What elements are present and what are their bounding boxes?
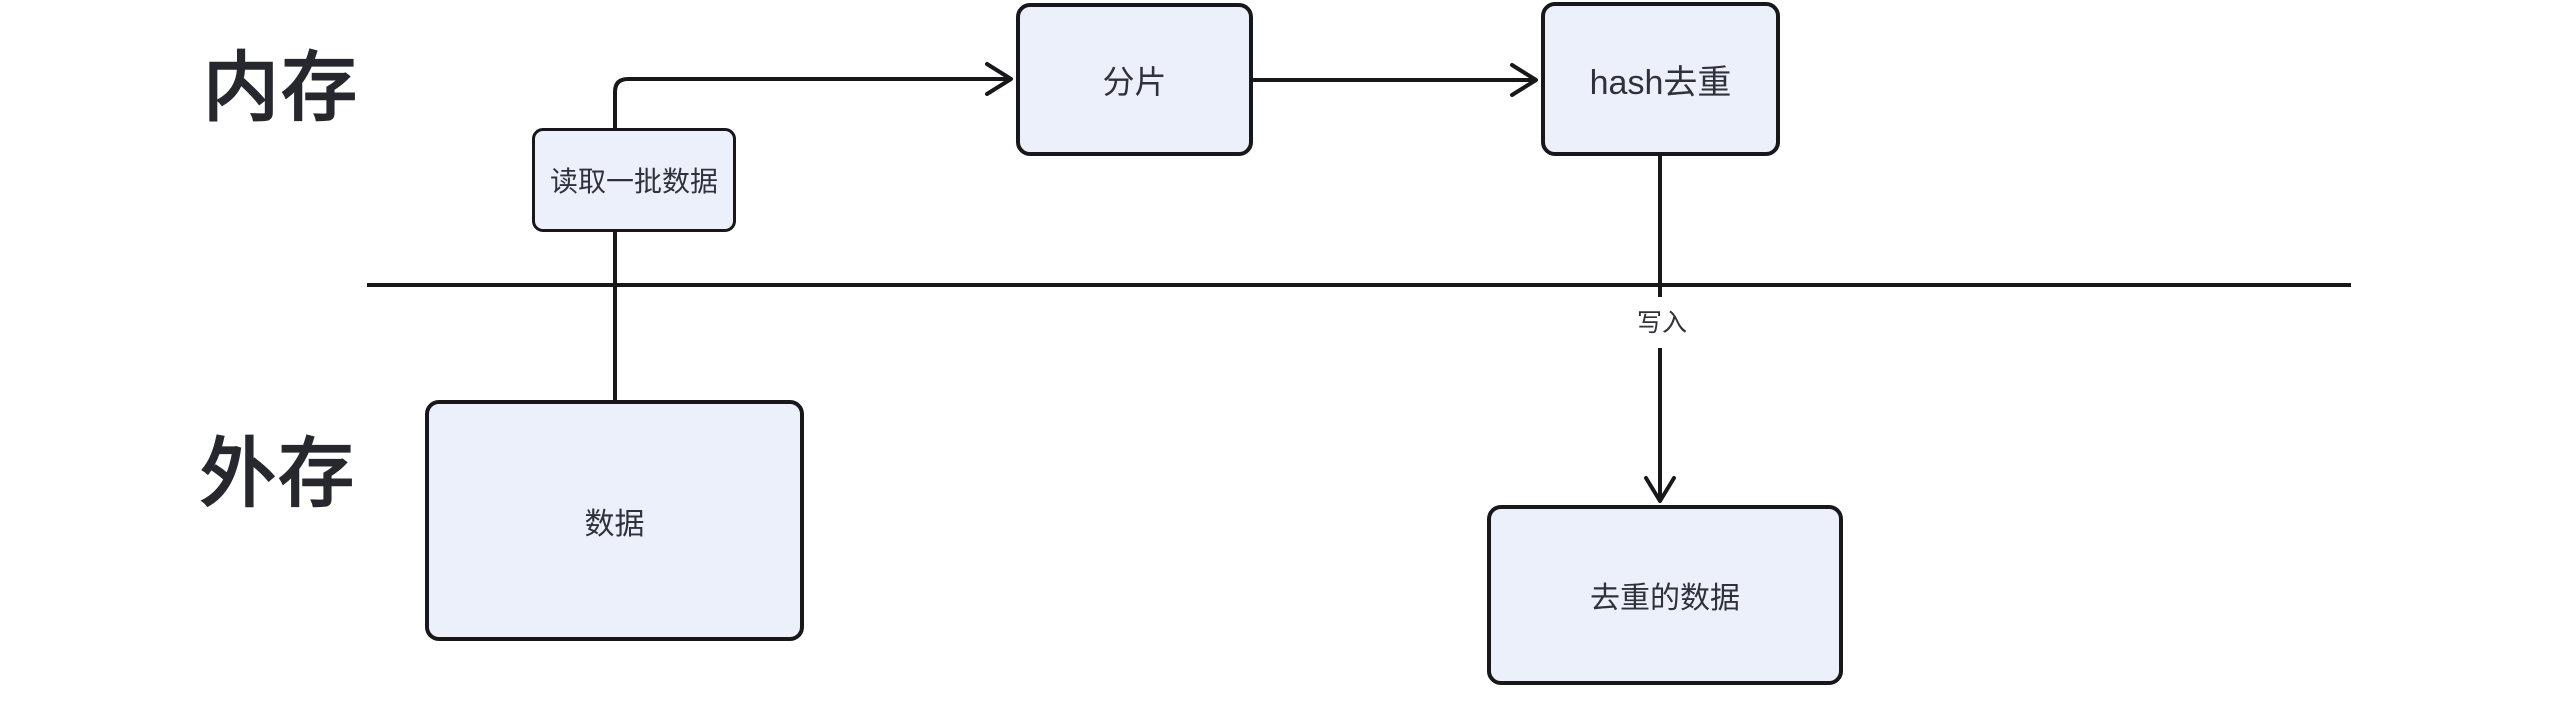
- node-shard: 分片: [1016, 3, 1253, 156]
- node-data: 数据: [425, 400, 804, 641]
- node-dedup-data: 去重的数据: [1487, 505, 1843, 685]
- edge-data-to-shard-arrowhead: [985, 62, 1013, 96]
- edge-hash-to-dedup-arrowhead: [1644, 476, 1676, 503]
- edge-write-label: 写入: [1636, 309, 1687, 337]
- memory-region-label: 内存: [203, 46, 359, 131]
- edge-data-to-shard-line: [613, 77, 1008, 400]
- edge-shard-to-hash-arrowhead: [1510, 63, 1538, 97]
- node-dedup-data-label: 去重的数据: [1590, 582, 1740, 615]
- node-data-label: 数据: [584, 507, 645, 541]
- node-read-batch-label: 读取一批数据: [549, 166, 718, 197]
- node-hash-dedup: hash去重: [1541, 2, 1780, 156]
- node-read-batch: 读取一批数据: [532, 128, 736, 232]
- node-shard-label: 分片: [1102, 63, 1167, 100]
- node-hash-dedup-label: hash去重: [1589, 63, 1732, 102]
- disk-region-label: 外存: [200, 432, 356, 517]
